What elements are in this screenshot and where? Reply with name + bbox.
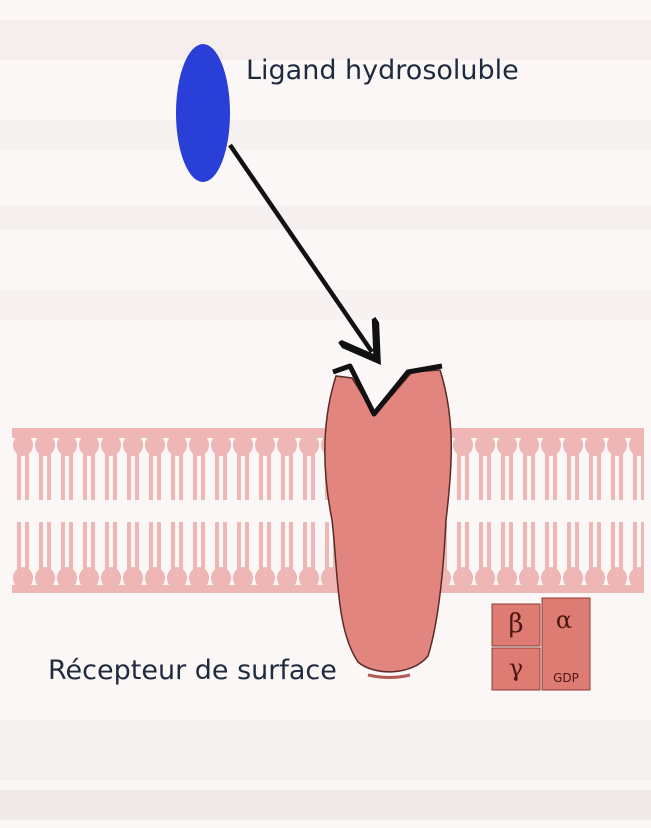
g-protein-beta-label: β [492,604,540,644]
ligand-shape [176,44,230,182]
g-protein-gamma-label: γ [492,648,540,688]
gdp-label: GDP [542,668,590,688]
receptor-shape [325,370,451,672]
g-protein-alpha-label: α [542,600,586,640]
receptor-label: Récepteur de surface [48,655,337,686]
ligand-label: Ligand hydrosoluble [246,55,519,86]
